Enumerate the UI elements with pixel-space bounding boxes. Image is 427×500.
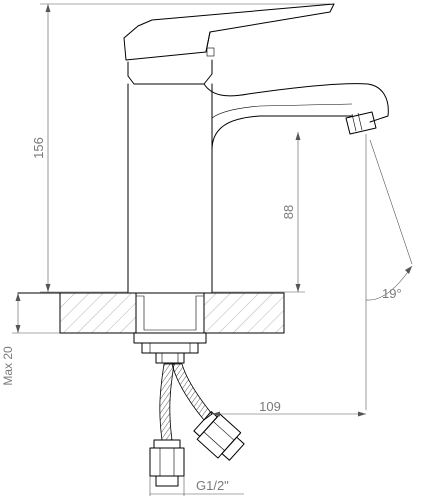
- spray-angle-label: 19°: [382, 286, 402, 301]
- spout-height-dimension: [212, 132, 305, 293]
- countertop-section: [17, 292, 285, 334]
- faucet-body: [123, 3, 389, 293]
- overall-height-label: 156: [31, 137, 46, 159]
- spout-height-label: 88: [281, 205, 296, 219]
- connection-label: G1/2": [196, 478, 229, 493]
- fixing-assembly: [133, 332, 207, 364]
- spray-angle-dimension: [365, 134, 413, 410]
- max-thickness-dimension: [12, 293, 60, 334]
- spout-reach-label: 109: [259, 399, 281, 414]
- connection-dimension: [149, 476, 244, 496]
- braided-hoses: [149, 363, 245, 487]
- spout-reach-dimension: [212, 411, 366, 417]
- overall-height-dimension: [40, 3, 330, 293]
- max-thickness-label: Max 20: [1, 346, 15, 386]
